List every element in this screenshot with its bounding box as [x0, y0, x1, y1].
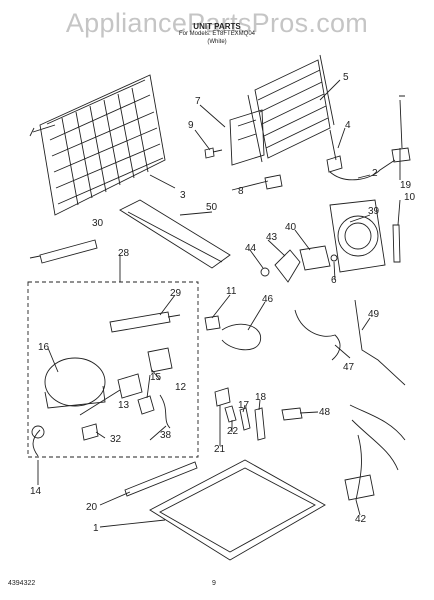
thermistor	[326, 129, 343, 173]
callout-5: 5	[343, 72, 349, 83]
callout-46: 46	[262, 294, 274, 305]
connector	[391, 95, 411, 163]
watermark: AppliancePartsPros.com	[65, 8, 369, 38]
callout-49: 49	[368, 309, 380, 320]
callout-13: 13	[118, 400, 130, 411]
callout-3: 3	[180, 190, 186, 201]
bracket	[229, 109, 265, 166]
filter-drier	[239, 407, 251, 431]
relay	[147, 347, 173, 373]
callout-48: 48	[319, 407, 331, 418]
base-pan	[149, 459, 326, 561]
compressor	[44, 357, 106, 407]
relay-cover	[137, 395, 155, 415]
bracket-21	[214, 387, 231, 407]
fan-blade	[274, 249, 301, 283]
main-wire-harness	[349, 404, 406, 501]
callout-22: 22	[227, 426, 239, 437]
drain-tube	[329, 159, 396, 181]
model-line: For Models: ET8FTEXMQ04	[178, 31, 256, 37]
evaporator-coil	[29, 74, 166, 216]
document-number: 4394322	[8, 580, 36, 587]
capacitor	[109, 311, 181, 333]
callout-19: 19	[400, 180, 412, 191]
diagram-title: UNIT PARTS	[193, 22, 241, 31]
screw	[204, 147, 223, 159]
callout-17: 17	[238, 400, 250, 411]
defrost-heater	[29, 239, 98, 264]
condenser-loop	[221, 323, 262, 351]
overload	[117, 373, 143, 399]
callout-20: 20	[86, 502, 98, 513]
callout-16: 16	[38, 342, 50, 353]
callout-8: 8	[238, 186, 244, 197]
callout-28: 28	[118, 248, 130, 259]
callout-32: 32	[110, 434, 122, 445]
mounting-bracket	[204, 315, 221, 331]
tube-48	[281, 407, 303, 421]
callout-40: 40	[285, 222, 297, 233]
callout-38: 38	[160, 430, 172, 441]
callout-30: 30	[92, 218, 104, 229]
callout-1: 1	[93, 523, 99, 534]
callout-39: 39	[368, 206, 380, 217]
process-valve	[254, 407, 266, 441]
callout-7: 7	[195, 96, 201, 107]
callout-6: 6	[331, 275, 337, 286]
callout-18: 18	[255, 392, 267, 403]
fitting-22	[224, 405, 237, 423]
callout-42: 42	[355, 514, 367, 525]
fan-motor	[299, 245, 331, 271]
wire-harness-small	[159, 394, 171, 429]
drier-line	[354, 299, 406, 386]
condenser-coil	[247, 54, 335, 163]
callout-15: 15	[150, 372, 162, 383]
callout-43: 43	[266, 232, 278, 243]
callout-9: 9	[188, 120, 194, 131]
callout-44: 44	[245, 243, 257, 254]
callout-2: 2	[372, 168, 378, 179]
callout-10: 10	[404, 192, 416, 203]
callout-14: 14	[30, 486, 42, 497]
callout-11: 11	[226, 286, 237, 297]
callout-29: 29	[170, 288, 182, 299]
clip	[264, 174, 283, 190]
grommet-32	[81, 423, 99, 441]
callout-12: 12	[175, 382, 187, 393]
callout-21: 21	[214, 444, 226, 455]
page-number: 9	[212, 580, 216, 587]
suction-line	[294, 309, 341, 361]
fan-shroud	[329, 199, 386, 273]
callout-50: 50	[206, 202, 218, 213]
defrost-drain	[392, 224, 401, 263]
callout-4: 4	[345, 120, 351, 131]
power-cord	[32, 429, 41, 457]
color-line: (White)	[207, 39, 227, 45]
drain-trough	[119, 199, 231, 269]
callout-47: 47	[343, 362, 355, 373]
